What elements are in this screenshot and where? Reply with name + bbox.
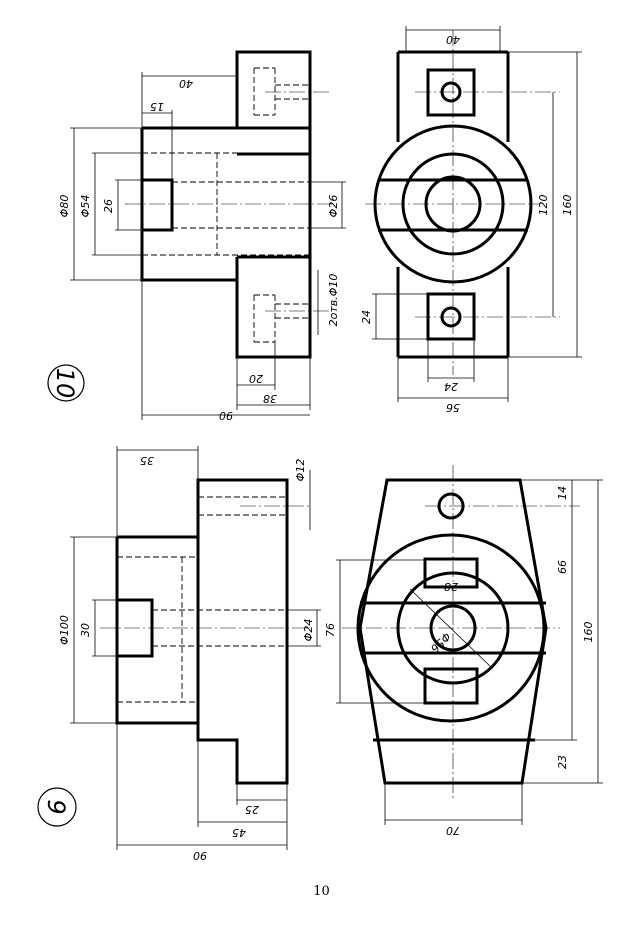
- figure-10-number-circle: [47, 364, 85, 402]
- figure-10-number: 10: [51, 368, 79, 399]
- fig9-dim-90: 90: [193, 849, 207, 862]
- fig10-dim-holes: 2отв.Φ10: [327, 274, 340, 327]
- fig9-dim-30: 30: [79, 623, 92, 637]
- fig10-dim-38: 38: [263, 392, 277, 405]
- fig10-dim-26: 26: [102, 199, 115, 213]
- fig10-dim-20: 20: [249, 372, 263, 385]
- fig9-dim-d24: Φ24: [302, 619, 315, 642]
- fig9-dim-45: 45: [232, 826, 246, 839]
- fig9-dim-d12: Φ12: [294, 459, 307, 482]
- page-number: 10: [313, 884, 330, 899]
- fig9-dim-160: 160: [582, 622, 595, 643]
- fig9-dim-66: 66: [556, 560, 569, 574]
- figure-9-number-circle: [37, 787, 77, 827]
- fig9-dim-25: 25: [245, 803, 259, 816]
- fig10-dim-24-bottom: 24: [444, 380, 458, 393]
- fig10-dim-d54: Φ54: [79, 195, 92, 218]
- fig10-dim-160: 160: [561, 195, 574, 216]
- figure-9-side-view: [100, 478, 310, 785]
- fig10-dim-d26: Φ26: [327, 195, 340, 218]
- figure-10-top-view: [365, 30, 560, 375]
- fig9-dim-35: 35: [140, 454, 154, 467]
- fig10-dim-d80: Φ80: [58, 195, 71, 218]
- fig9-dim-70: 70: [446, 824, 460, 837]
- figure-9-top-view: [342, 465, 580, 800]
- fig10-dim-56: 56: [446, 401, 460, 414]
- fig9-dim-d100: Φ100: [58, 615, 71, 645]
- fig9-dim-23: 23: [556, 755, 569, 769]
- fig9-dim-76: 76: [324, 623, 337, 637]
- fig10-dim-120: 120: [537, 195, 550, 216]
- fig10-dim-40-top: 40: [179, 77, 193, 90]
- fig9-dim-28: 28: [444, 580, 458, 593]
- figure-9-number: 9: [42, 799, 70, 814]
- fig10-dim-w40: 40: [446, 33, 460, 46]
- fig10-dim-90: 90: [219, 409, 233, 422]
- fig10-dim-15: 15: [150, 100, 164, 113]
- fig9-dim-14: 14: [556, 486, 569, 500]
- figure-10-side-view: [70, 50, 346, 420]
- fig10-dim-24-left: 24: [360, 310, 373, 324]
